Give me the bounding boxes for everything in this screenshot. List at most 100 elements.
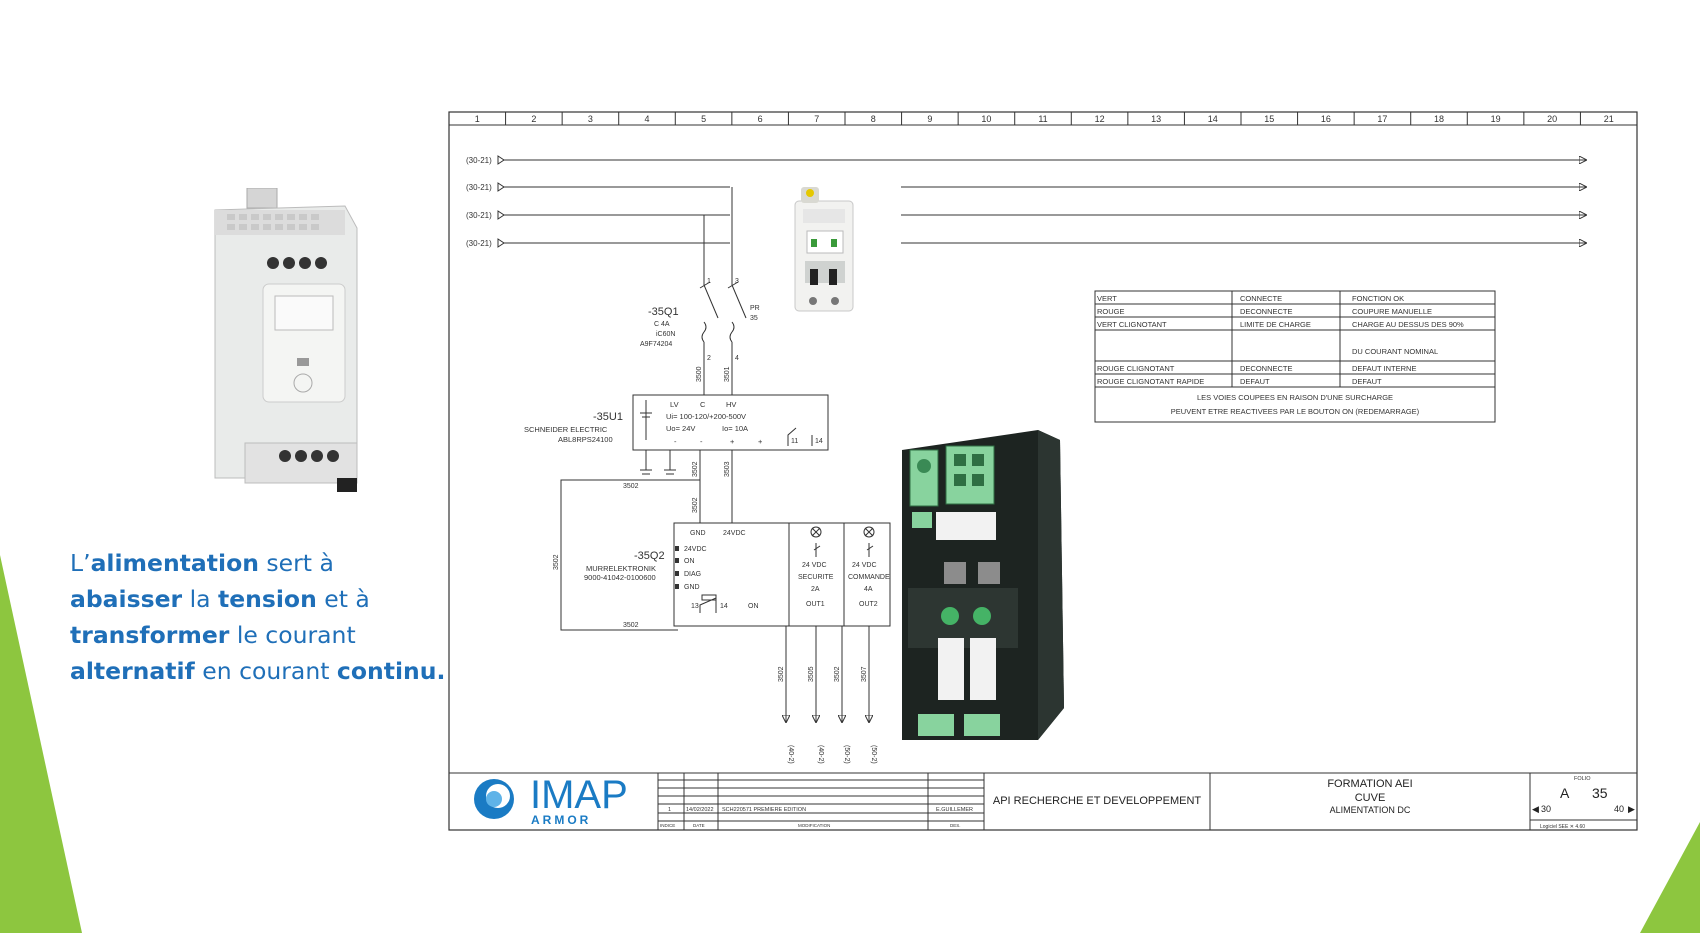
psu-35u1-box	[632, 394, 829, 451]
column-number: 15	[1264, 114, 1274, 124]
column-number: 7	[814, 114, 819, 124]
channel-2-voltage: 24 VDC	[852, 562, 877, 569]
output-ref: (40-2)	[817, 745, 824, 764]
psu-polarity: -	[700, 437, 703, 446]
description-text: L’alimentation sert à abaisser la tensio…	[70, 545, 450, 689]
header-modification: MODIFICATION	[798, 823, 830, 828]
murr-part: 9000-41042-0100600	[584, 573, 656, 582]
next-page-arrow-icon: ▶	[1628, 804, 1635, 814]
column-number: 9	[927, 114, 932, 124]
murr-contact: 14	[720, 603, 728, 610]
legend-cell: DEFAUT INTERNE	[1352, 364, 1416, 373]
column-number: 17	[1377, 114, 1387, 124]
legend-cell: DU COURANT NOMINAL	[1352, 347, 1438, 356]
header-date: DATE	[693, 823, 705, 828]
psu-terminal: C	[700, 400, 706, 409]
description-part: le courant	[229, 621, 356, 649]
description-part: et à	[316, 585, 370, 613]
header-index: INDICE	[660, 823, 675, 828]
description-part: sert à	[258, 549, 334, 577]
legend-cell: DECONNECTE	[1240, 364, 1293, 373]
output-ref: (50-2)	[843, 745, 850, 764]
revision-date: 14/02/2022	[686, 807, 714, 813]
electronic-fuse-module-image	[902, 430, 1064, 740]
bus-ref: (30-21)	[466, 183, 492, 192]
revision-index: 1	[668, 807, 671, 813]
status-legend-table	[1094, 290, 1496, 423]
murr-terminal: GND	[690, 530, 706, 537]
watermark: AP	[448, 735, 457, 807]
breaker-side-label: PR	[750, 305, 760, 312]
title-block	[449, 772, 1637, 830]
imap-armor-logo: IMAP ARMOR	[474, 773, 628, 827]
logo-text: IMAP	[530, 773, 628, 817]
channel-2-current: 4A	[864, 586, 873, 593]
channel-2-name: COMMANDE	[848, 574, 890, 581]
legend-cell: ROUGE CLIGNOTANT RAPIDE	[1097, 377, 1204, 386]
legend-cell: DEFAUT	[1352, 377, 1382, 386]
legend-note: PEUVENT ETRE REACTIVEES PAR LE BOUTON ON…	[1171, 407, 1420, 416]
description-part: en courant	[194, 657, 337, 685]
sheet-letter: A	[1560, 785, 1570, 801]
legend-cell: COUPURE MANUELLE	[1352, 307, 1432, 316]
wire-number: 3502	[692, 497, 699, 513]
breaker-rating: C 4A	[654, 321, 670, 328]
murr-input: 24VDC	[684, 546, 707, 553]
breaker-model: iC60N	[656, 331, 675, 338]
psu-input: Ui= 100-120/+200-500V	[666, 412, 746, 421]
bus-ref: (30-21)	[466, 156, 492, 165]
pole-label: 2	[707, 355, 711, 362]
psu-polarity: +	[758, 437, 763, 446]
logo-subtext: ARMOR	[531, 813, 591, 827]
psu-terminal: LV	[670, 400, 679, 409]
project-line-1: FORMATION AEI	[1327, 778, 1412, 790]
description-part: la	[182, 585, 218, 613]
wire-number: 3503	[724, 461, 731, 477]
wire-number: 3507	[861, 666, 868, 682]
channel-2-symbol	[863, 526, 875, 557]
murr-maker: MURRELEKTRONIK	[586, 564, 656, 573]
green-wedge-right	[1640, 822, 1700, 933]
legend-cell: VERT CLIGNOTANT	[1097, 320, 1167, 329]
channel-2-output: OUT2	[859, 601, 878, 608]
column-number: 18	[1434, 114, 1444, 124]
column-number: 5	[701, 114, 706, 124]
psu-output-current: Io= 10A	[722, 424, 748, 433]
header-designer: DES.	[950, 823, 961, 828]
murr-input: GND	[684, 584, 700, 591]
legend-cell: FONCTION OK	[1352, 294, 1404, 303]
prev-page: 30	[1541, 804, 1551, 814]
wire-number: 3505	[808, 666, 815, 682]
column-number: 2	[531, 114, 536, 124]
column-number: 21	[1604, 114, 1614, 124]
wire-number: 3502	[692, 461, 699, 477]
pole-label: 3	[735, 278, 739, 285]
channel-1-symbol	[810, 526, 822, 557]
column-number: 20	[1547, 114, 1557, 124]
output-wires	[786, 626, 869, 722]
description-part: transformer	[70, 621, 230, 649]
legend-cell: CONNECTE	[1240, 294, 1282, 303]
psu-contact: 11	[791, 438, 798, 445]
description-part: alimentation	[90, 549, 259, 577]
column-number: 13	[1151, 114, 1161, 124]
output-ref: (50-2)	[870, 745, 877, 764]
wire-number: 3501	[724, 366, 731, 382]
murr-contact: ON	[748, 603, 759, 610]
wire-number: 3500	[696, 366, 703, 382]
pole-label: 1	[707, 278, 711, 285]
legend-cell: ROUGE	[1097, 307, 1125, 316]
next-page: 40	[1614, 804, 1624, 814]
output-ref: (40-2)	[787, 745, 794, 764]
legend-cell: ROUGE CLIGNOTANT	[1097, 364, 1175, 373]
legend-note: LES VOIES COUPEES EN RAISON D'UNE SURCHA…	[1197, 393, 1393, 402]
breaker-ref: -35Q1	[648, 306, 679, 318]
column-number: 12	[1095, 114, 1105, 124]
murr-35q2-box	[673, 522, 891, 627]
psu-terminal: HV	[726, 400, 736, 409]
murr-terminal: 24VDC	[723, 530, 746, 537]
revision-author: E.GUILLEMER	[936, 807, 973, 813]
wire-number: 3502	[553, 554, 560, 570]
legend-cell: CHARGE AU DESSUS DES 90%	[1352, 320, 1464, 329]
murr-ref: -35Q2	[634, 550, 665, 562]
